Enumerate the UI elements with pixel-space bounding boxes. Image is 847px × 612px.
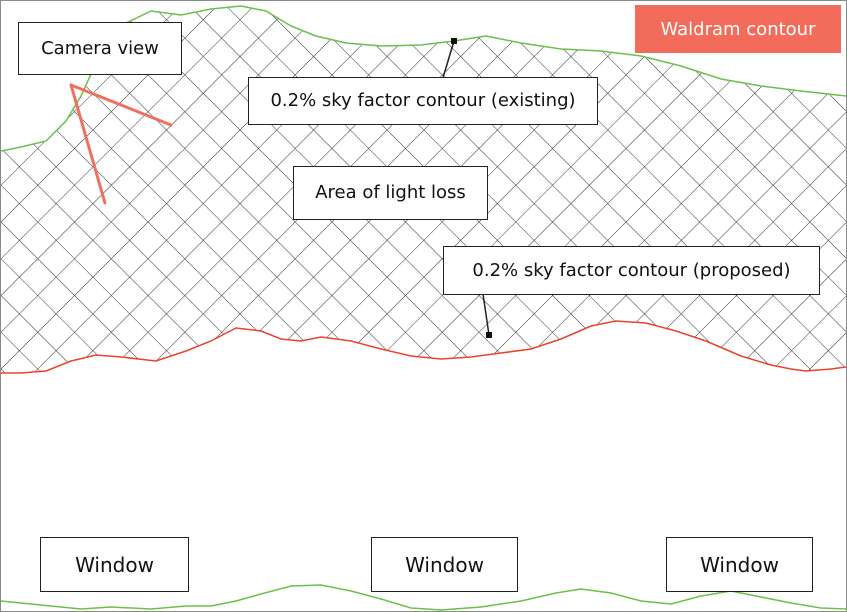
waldram-contour-badge: Waldram contour: [635, 5, 841, 53]
bottom-contour-line: [1, 584, 846, 611]
proposed-leader-dot: [486, 332, 492, 338]
proposed-leader-line: [482, 293, 490, 336]
camera-view-lines: [69, 83, 173, 205]
window-right: Window: [666, 537, 813, 592]
existing-leader-line: [441, 40, 455, 82]
window-left: Window: [40, 537, 189, 592]
window-center: Window: [371, 537, 518, 592]
camera-view-label: Camera view: [18, 22, 182, 75]
existing-leader-dot: [451, 38, 457, 44]
existing-contour-label: 0.2% sky factor contour (existing): [248, 77, 598, 125]
proposed-contour-label: 0.2% sky factor contour (proposed): [443, 246, 820, 295]
light-loss-label: Area of light loss: [293, 166, 488, 220]
proposed-contour-line: [1, 320, 846, 374]
